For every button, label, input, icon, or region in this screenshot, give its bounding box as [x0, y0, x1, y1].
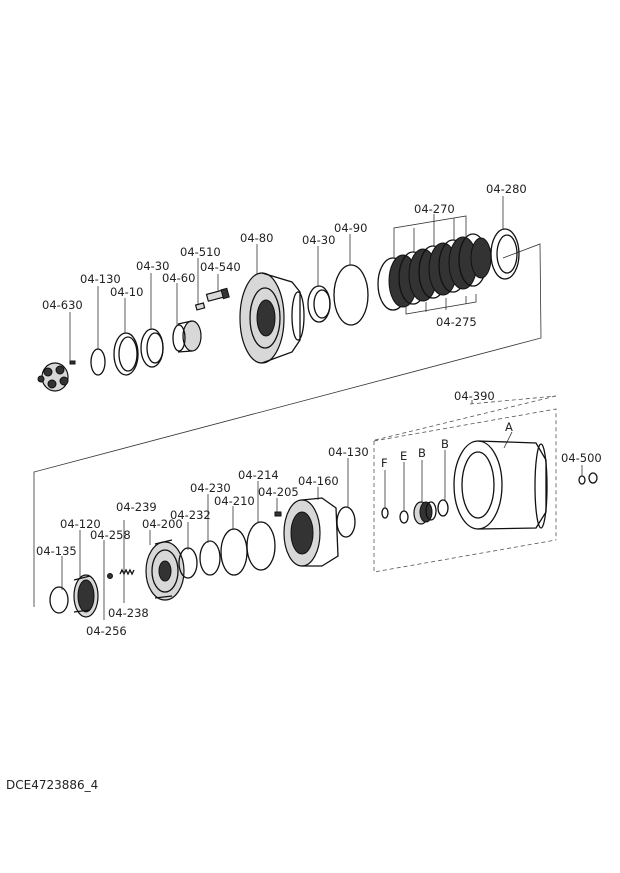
part-04-540-bolt — [205, 287, 230, 302]
part-04-214-ring — [246, 521, 276, 571]
label-04-510: 04-510 — [180, 245, 221, 259]
label-04-130-upper: 04-130 — [80, 272, 121, 286]
part-04-80-hub — [239, 272, 305, 364]
leader-lines — [61, 196, 583, 620]
label-04-30-upper-left: 04-30 — [136, 259, 169, 273]
label-04-30-upper-right: 04-30 — [302, 233, 335, 247]
part-E — [399, 510, 409, 524]
document-id: DCE4723886_4 — [6, 778, 99, 792]
label-04-630: 04-630 — [42, 298, 83, 312]
label-04-200: 04-200 — [142, 517, 183, 531]
part-04-210-ring — [220, 528, 248, 576]
part-B-ring — [437, 499, 449, 517]
label-04-120: 04-120 — [60, 517, 101, 531]
label-04-130-lower: 04-130 — [328, 445, 369, 459]
label-04-239: 04-239 — [116, 500, 157, 514]
part-04-200-carrier — [145, 539, 185, 601]
label-04-500: 04-500 — [561, 451, 602, 465]
part-04-90-oring — [333, 264, 369, 326]
label-04-232: 04-232 — [170, 508, 211, 522]
label-04-275: 04-275 — [436, 315, 477, 329]
part-labels: 04-630 04-130 04-10 04-30 04-60 04-510 0… — [36, 182, 602, 638]
label-04-390: 04-390 — [454, 389, 495, 403]
label-04-210: 04-210 — [214, 494, 255, 508]
label-F: F — [381, 456, 388, 470]
part-04-258-pin — [107, 573, 113, 579]
part-04-238-spring — [119, 568, 135, 576]
label-04-230: 04-230 — [190, 481, 231, 495]
part-04-10-ring — [113, 332, 139, 376]
part-04-270-disc-pack — [377, 233, 492, 311]
part-04-30a-ring — [140, 328, 164, 368]
part-04-510-bolt — [194, 302, 206, 311]
part-04-630-cluster — [37, 360, 76, 392]
label-04-135: 04-135 — [36, 544, 77, 558]
part-04-60-sleeve — [172, 320, 202, 353]
label-04-540: 04-540 — [200, 260, 241, 274]
part-04-280-plate — [490, 228, 520, 280]
label-04-280: 04-280 — [486, 182, 527, 196]
part-04-130b-ring — [336, 506, 356, 538]
part-04-205-pin — [274, 511, 282, 517]
part-04-230-ring — [199, 540, 221, 576]
label-04-10: 04-10 — [110, 285, 143, 299]
label-04-258: 04-258 — [90, 528, 131, 542]
label-04-205: 04-205 — [258, 485, 299, 499]
part-04-130-ring — [90, 348, 106, 376]
assembly-frame — [33, 243, 542, 607]
part-04-135-ring — [49, 586, 69, 614]
label-04-214: 04-214 — [238, 468, 279, 482]
label-A: A — [505, 420, 513, 434]
label-04-256: 04-256 — [86, 624, 127, 638]
label-B-left: B — [418, 446, 426, 460]
part-F — [381, 507, 389, 519]
part-B-assembly — [413, 501, 437, 525]
label-04-270: 04-270 — [414, 202, 455, 216]
part-A-housing — [453, 440, 548, 530]
label-04-238: 04-238 — [108, 606, 149, 620]
part-04-160-drum — [283, 497, 339, 567]
part-04-30b-ring — [307, 285, 331, 323]
label-04-90: 04-90 — [334, 221, 367, 235]
label-B-right: B — [441, 437, 449, 451]
label-E: E — [400, 449, 407, 463]
label-04-160: 04-160 — [298, 474, 339, 488]
kit-04-390-box — [373, 395, 557, 573]
part-04-120-gear — [73, 574, 99, 618]
label-04-60: 04-60 — [162, 271, 195, 285]
label-04-80: 04-80 — [240, 231, 273, 245]
